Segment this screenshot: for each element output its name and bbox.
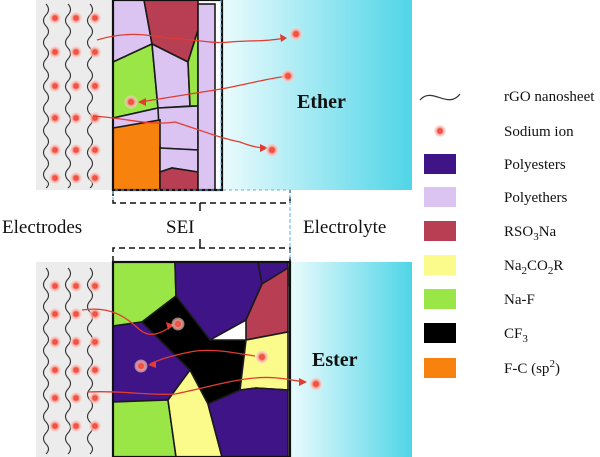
legend-label: Na2CO2R (504, 258, 563, 277)
top-migrating-ions (124, 27, 303, 157)
sodium-ion (70, 80, 82, 92)
legend-swatch (424, 289, 456, 309)
grain-rso3na (159, 167, 199, 191)
sodium-ion (89, 112, 101, 124)
legend-item-naf: Na-F (424, 289, 535, 309)
legend-swatch (424, 323, 456, 343)
sodium-ion (70, 46, 82, 58)
top-electrolyte-region (222, 0, 412, 190)
legend-label: F-C (sp2) (504, 358, 560, 377)
sodium-ion (70, 364, 82, 376)
ester-panel: Ester (36, 260, 412, 457)
legend-item-polyethers: Polyethers (424, 187, 567, 207)
ether-label: Ether (297, 91, 346, 113)
sodium-ion (89, 172, 101, 184)
sodium-ion (89, 420, 101, 432)
legend-item-rso3na: RSO3Na (424, 221, 557, 243)
legend-label: Polyesters (504, 157, 566, 173)
legend-swatch (424, 221, 456, 241)
sei-bracket-bottom (112, 247, 291, 262)
sodium-ion (49, 336, 61, 348)
sodium-ion (89, 46, 101, 58)
sodium-ion (70, 420, 82, 432)
sodium-ion (49, 46, 61, 58)
sodium-ion (49, 172, 61, 184)
sodium-ion-icon (434, 125, 446, 137)
electrolyte-label: Electrolyte (303, 217, 386, 238)
legend-label: CF3 (504, 326, 528, 345)
grain-naf (112, 399, 177, 457)
legend-label: RSO3Na (504, 224, 557, 243)
ester-label: Ester (312, 349, 358, 371)
sodium-ion (89, 80, 101, 92)
legend-swatch (424, 187, 456, 207)
sei-bracket-top (112, 190, 291, 204)
top-sei-layer (112, 0, 216, 191)
sodium-ion (49, 364, 61, 376)
sodium-ion (89, 144, 101, 156)
legend-item-fc: F-C (sp2) (424, 358, 560, 378)
sei-label: SEI (166, 217, 195, 238)
sodium-ion (70, 144, 82, 156)
sodium-ion (89, 336, 101, 348)
legend-label: Sodium ion (504, 124, 574, 140)
legend-item-cf3: CF3 (424, 323, 528, 345)
bottom-ion-paths (81, 308, 307, 396)
sodium-ion (70, 392, 82, 404)
legend-label: Polyethers (504, 190, 567, 206)
rgo-nanosheet (64, 3, 72, 189)
sodium-ion (70, 112, 82, 124)
sodium-ion (70, 172, 82, 184)
legend-item-na2co2r: Na2CO2R (424, 255, 563, 277)
legend-item-na_ion: Sodium ion (434, 124, 574, 140)
sodium-ion (70, 280, 82, 292)
top-sodium-ions (49, 12, 101, 184)
middle-labels: Electrodes SEI Electrolyte (2, 189, 386, 262)
rgo-wave-icon (419, 93, 461, 101)
legend-swatch (424, 358, 456, 378)
grain-polyester (207, 387, 289, 457)
rgo-nanosheet (64, 267, 72, 455)
bottom-sei-border (111, 260, 292, 457)
bottom-migrating-ions (134, 317, 323, 391)
ether-panel: Ether (36, 0, 412, 192)
sodium-ion (49, 12, 61, 24)
sodium-ion (49, 112, 61, 124)
sodium-ion (89, 280, 101, 292)
sodium-ion (70, 336, 82, 348)
sodium-ion (70, 12, 82, 24)
sodium-ion (89, 364, 101, 376)
grain-fc (112, 119, 161, 191)
legend-label: rGO nanosheet (504, 89, 595, 105)
top-ion-paths (92, 33, 288, 152)
sodium-ion (49, 308, 61, 320)
sodium-ion (70, 308, 82, 320)
bottom-sodium-ions (49, 280, 101, 432)
legend-item-rgo: rGO nanosheet (419, 89, 595, 105)
top-rgo-nanosheets (42, 3, 94, 189)
legend-item-polyesters: Polyesters (424, 154, 566, 174)
rgo-nanosheet (86, 3, 94, 189)
rgo-nanosheet (42, 3, 50, 189)
sodium-ion (89, 392, 101, 404)
blue-dashed-connector (112, 189, 291, 262)
top-sei-border (111, 0, 224, 192)
electrodes-label: Electrodes (2, 217, 82, 238)
sodium-ion (49, 280, 61, 292)
sodium-ion (89, 308, 101, 320)
legend-swatch (424, 255, 456, 275)
legend-label: Na-F (504, 292, 535, 308)
bottom-electrolyte-region (290, 262, 412, 457)
sodium-ion (49, 392, 61, 404)
rgo-nanosheet (42, 267, 50, 455)
sodium-ion (49, 420, 61, 432)
grain-polyether-strip (197, 3, 216, 191)
legend-swatch (424, 154, 456, 174)
sodium-ion (49, 144, 61, 156)
sodium-ion (89, 12, 101, 24)
sodium-ion (49, 80, 61, 92)
